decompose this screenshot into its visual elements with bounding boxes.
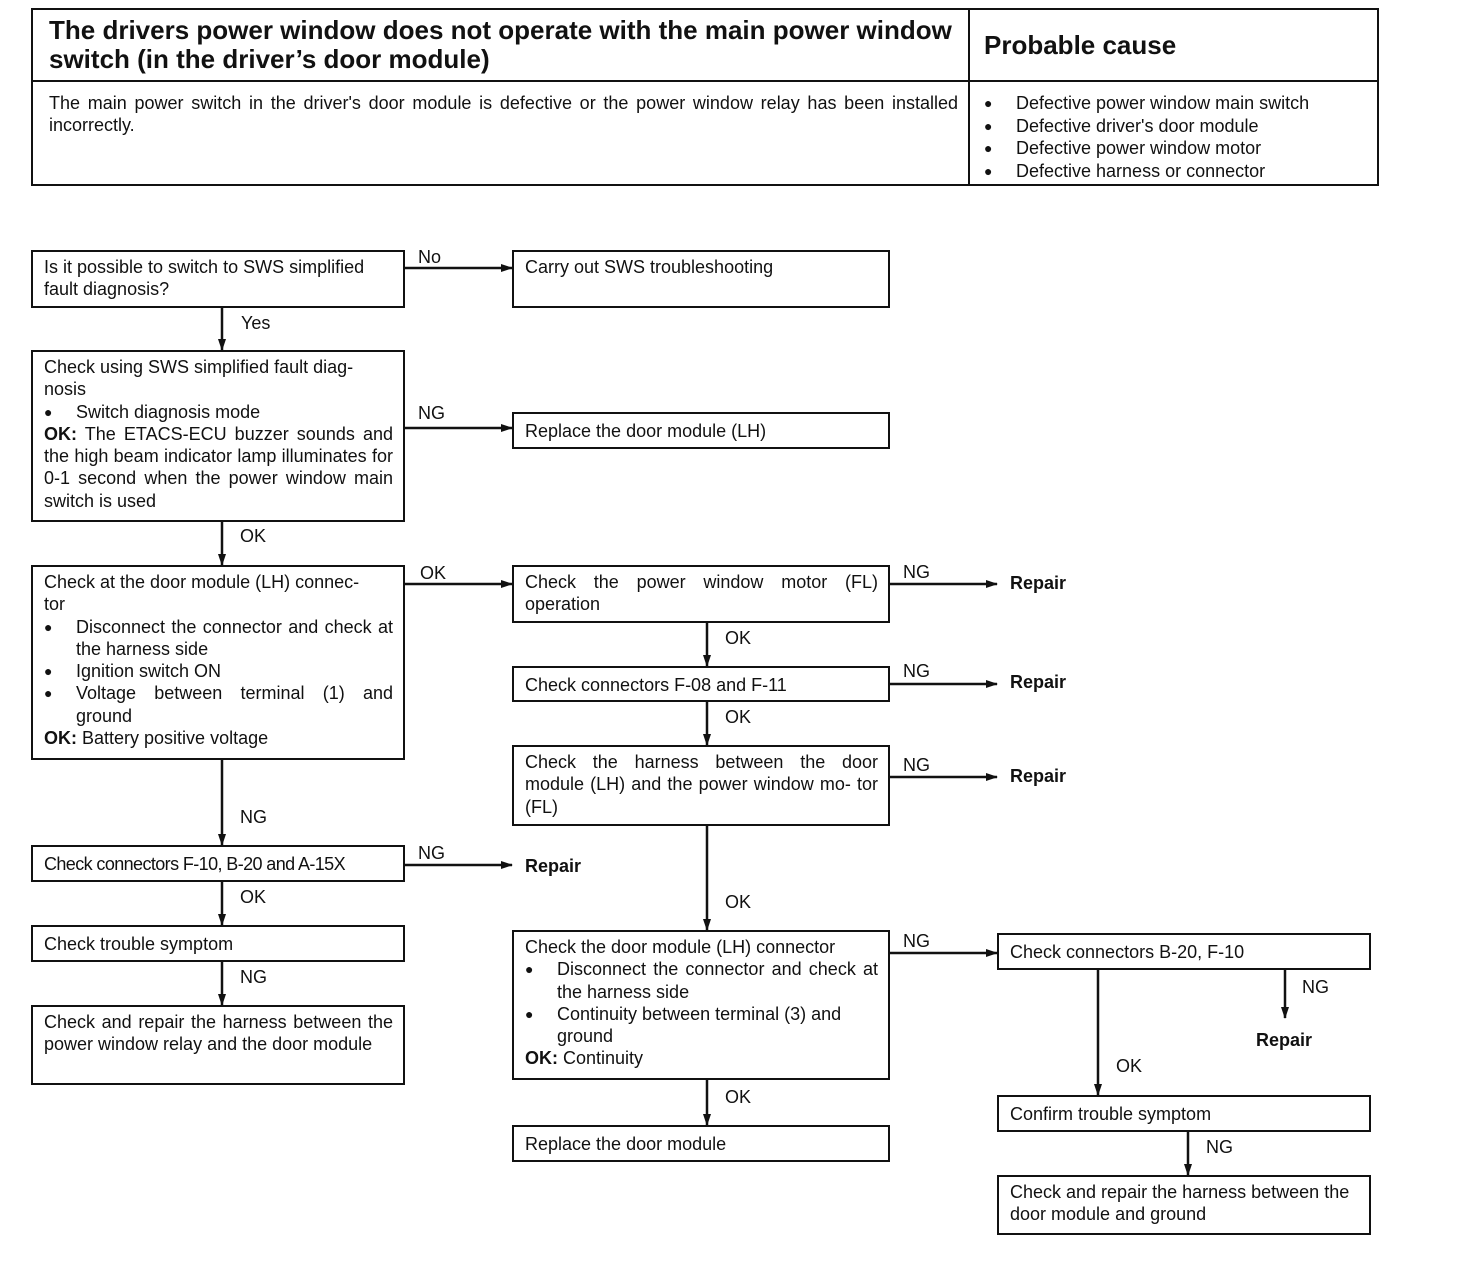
label-ng: NG: [240, 967, 267, 987]
label-ng: NG: [418, 843, 445, 863]
label-ng: NG: [903, 755, 930, 775]
label-ng: NG: [1302, 977, 1329, 997]
replace-door-text: Replace the door module: [525, 1134, 727, 1154]
check-sws-ok: OK: The ETACS-ECU buzzer sounds and the …: [44, 423, 393, 512]
check-sws-diagnosis-box: Check using SWS simplified fault diag- n…: [31, 350, 405, 522]
check-trouble-symptom: Check trouble symptom: [31, 925, 405, 962]
label-ok: OK: [1116, 1056, 1143, 1076]
check-conn-bullet3: Voltage between terminal (1) and ground: [44, 682, 393, 727]
label-ok: OK: [725, 707, 752, 727]
cause-item: Defective harness or connector: [984, 160, 1377, 183]
check-motor-operation-box: Check the power window motor (FL) operat…: [512, 565, 890, 623]
confirm-trouble-text: Confirm trouble symptom: [1010, 1104, 1212, 1124]
header-table: The drivers power window does not operat…: [31, 8, 1379, 186]
repair-label: Repair: [1010, 766, 1067, 786]
check-conn-line2: tor: [44, 594, 66, 615]
ok-label: OK:: [525, 1048, 558, 1069]
check-connectors-f08-f11: Check connectors F-08 and F-11: [512, 666, 890, 702]
check-conn2-bullet2: Continuity between terminal (3) and grou…: [525, 1003, 878, 1048]
replace-door-module: Replace the door module: [512, 1125, 890, 1162]
label-ng: NG: [1206, 1137, 1233, 1157]
label-ok: OK: [725, 892, 752, 912]
label-ng: NG: [418, 403, 445, 423]
label-ng: NG: [240, 807, 267, 827]
cause-item: Defective power window motor: [984, 137, 1377, 160]
sws-troubleshooting-box: Carry out SWS troubleshooting: [512, 250, 890, 308]
label-ok: OK: [240, 887, 267, 907]
ok-text: The ETACS-ECU buzzer sounds and the high…: [44, 423, 393, 511]
label-ok: OK: [240, 526, 267, 546]
check-door-connector2-box: Check the door module (LH) connector Dis…: [512, 930, 890, 1080]
check-connectors-f10-b20-a15x: Check connectors F-10, B-20 and A-15X: [31, 845, 405, 882]
probable-cause-list: Defective power window main switch Defec…: [970, 82, 1377, 184]
check-conn2-ok: OK: Continuity: [525, 1047, 878, 1069]
header-title: The drivers power window does not operat…: [33, 10, 970, 82]
cause-item: Defective power window main switch: [984, 92, 1377, 115]
check-conn-ok: OK: Battery positive voltage: [44, 727, 393, 749]
label-no: No: [418, 247, 442, 267]
probable-cause-title: Probable cause: [970, 10, 1377, 82]
question-sws-diagnosis: Is it possible to switch to SWS simplifi…: [31, 250, 405, 308]
repair-relay-harness-box: Check and repair the harness between the…: [31, 1005, 405, 1085]
repair-ground-harness-box: Check and repair the harness between the…: [997, 1175, 1371, 1235]
replace-door-module-lh: Replace the door module (LH): [512, 412, 890, 449]
check-b20-text: Check connectors B-20, F-10: [1010, 942, 1245, 962]
check-harness-motor-box: Check the harness between the door modul…: [512, 745, 890, 826]
check-conn-line1: Check at the door module (LH) connec-: [44, 572, 360, 592]
check-door-connector-box: Check at the door module (LH) connec- to…: [31, 565, 405, 760]
label-ng: NG: [903, 661, 930, 681]
ok-label: OK:: [44, 423, 77, 444]
label-ng: NG: [903, 562, 930, 582]
check-sws-bullet: Switch diagnosis mode: [44, 401, 393, 424]
check-motor-text: Check the power window motor (FL) operat…: [525, 572, 878, 615]
check-conn-bullet1: Disconnect the connector and check at th…: [44, 616, 393, 661]
ok-label: OK:: [44, 728, 77, 749]
ok-text: Continuity: [563, 1048, 644, 1069]
header-description: The main power switch in the driver's do…: [33, 82, 970, 184]
check-conn2-bullet1: Disconnect the connector and check at th…: [525, 958, 878, 1003]
label-ok: OK: [725, 628, 752, 648]
repair-label: Repair: [1010, 573, 1067, 593]
check-connectors-b20-f10: Check connectors B-20, F-10: [997, 933, 1371, 970]
label-ng: NG: [903, 931, 930, 951]
repair-label: Repair: [1256, 1030, 1313, 1050]
check-conn2-line1: Check the door module (LH) connector: [525, 937, 836, 957]
repair-ground-text: Check and repair the harness between the…: [1010, 1182, 1350, 1225]
check-conn-bullet2: Ignition switch ON: [44, 660, 393, 683]
check-harness-text: Check the harness between the door modul…: [525, 752, 878, 817]
label-ok: OK: [420, 563, 447, 583]
cause-item: Defective driver's door module: [984, 115, 1377, 138]
confirm-trouble-symptom: Confirm trouble symptom: [997, 1095, 1371, 1132]
repair-label: Repair: [1010, 672, 1067, 692]
check-trouble-text: Check trouble symptom: [44, 934, 234, 954]
label-ok: OK: [725, 1087, 752, 1107]
label-yes: Yes: [241, 313, 271, 333]
replace-lh-text: Replace the door module (LH): [525, 421, 767, 441]
check-sws-line1: Check using SWS simplified fault diag-: [44, 357, 354, 377]
check-f10-text: Check connectors F-10, B-20 and A-15X: [44, 854, 346, 874]
question-sws-text: Is it possible to switch to SWS simplifi…: [44, 257, 365, 300]
repair-label: Repair: [525, 856, 582, 876]
check-sws-line2: nosis: [44, 379, 87, 400]
repair-relay-text: Check and repair the harness between the…: [44, 1012, 393, 1055]
check-f08-text: Check connectors F-08 and F-11: [525, 675, 787, 695]
sws-troubleshooting-text: Carry out SWS troubleshooting: [525, 257, 774, 277]
ok-text: Battery positive voltage: [82, 728, 269, 749]
